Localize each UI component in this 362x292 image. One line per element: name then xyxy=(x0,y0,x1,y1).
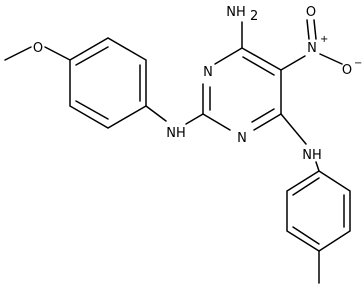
inner-double-bond-1 xyxy=(75,46,109,66)
methoxy-group: O xyxy=(4,41,71,61)
atom-left-nh: NH xyxy=(166,126,186,141)
bond-n1-c6 xyxy=(214,47,243,65)
bond-c4-n3 xyxy=(253,113,282,131)
bond-methyl-o xyxy=(4,46,32,61)
atom-ring-n-bottom: N xyxy=(237,131,247,146)
bond-c6-c5 xyxy=(241,47,282,71)
atom-amino-subscript: 2 xyxy=(250,9,258,24)
bond-o-aryl xyxy=(44,46,71,61)
atom-nitro-o-right: O xyxy=(342,63,352,78)
atom-bottom-nh: NH xyxy=(302,148,322,163)
inner-double-bond-3 xyxy=(75,100,109,120)
pyrimidine-ring: N N xyxy=(202,47,282,146)
inner-double-bond-5 xyxy=(292,226,320,245)
methoxyphenyl-ring xyxy=(69,37,147,129)
ring-outline-methoxyphenyl xyxy=(69,37,147,129)
amino-group: NH 2 xyxy=(226,5,258,49)
atom-nitro-o-charge: − xyxy=(354,58,362,69)
bond-nh-tolyl xyxy=(315,161,320,172)
left-amine-linker: NH xyxy=(145,105,204,141)
atom-methoxy-oxygen: O xyxy=(33,41,43,56)
inner-double-bond-6 xyxy=(292,177,320,196)
bond-c5-nitro-n xyxy=(280,55,306,71)
bottom-amine-linker: NH xyxy=(280,113,322,172)
atom-nitro-n-charge: + xyxy=(320,34,328,45)
bond-c4-nh xyxy=(280,113,307,145)
atom-ring-n-top: N xyxy=(203,65,213,80)
atom-nitro-o-top: O xyxy=(306,5,316,20)
nitro-group: N + O O − xyxy=(280,5,362,78)
bond-nh-pyrimidine xyxy=(185,113,204,125)
ring-outline-methylphenyl xyxy=(286,170,351,252)
bond-nitro-n-o-right xyxy=(319,53,343,65)
bond-nitro-n-o-top-a xyxy=(306,19,310,40)
bond-aryl-nh xyxy=(145,105,167,122)
atom-nitro-n: N xyxy=(307,41,317,56)
bond-c4-n3-inner xyxy=(251,108,275,123)
methylphenyl-ring xyxy=(286,170,351,284)
bond-c6-c5-inner xyxy=(242,56,275,76)
bond-n3-c2 xyxy=(202,113,231,131)
bond-nitro-n-o-top-b xyxy=(313,19,317,40)
atom-amino-nh: NH xyxy=(226,5,246,20)
